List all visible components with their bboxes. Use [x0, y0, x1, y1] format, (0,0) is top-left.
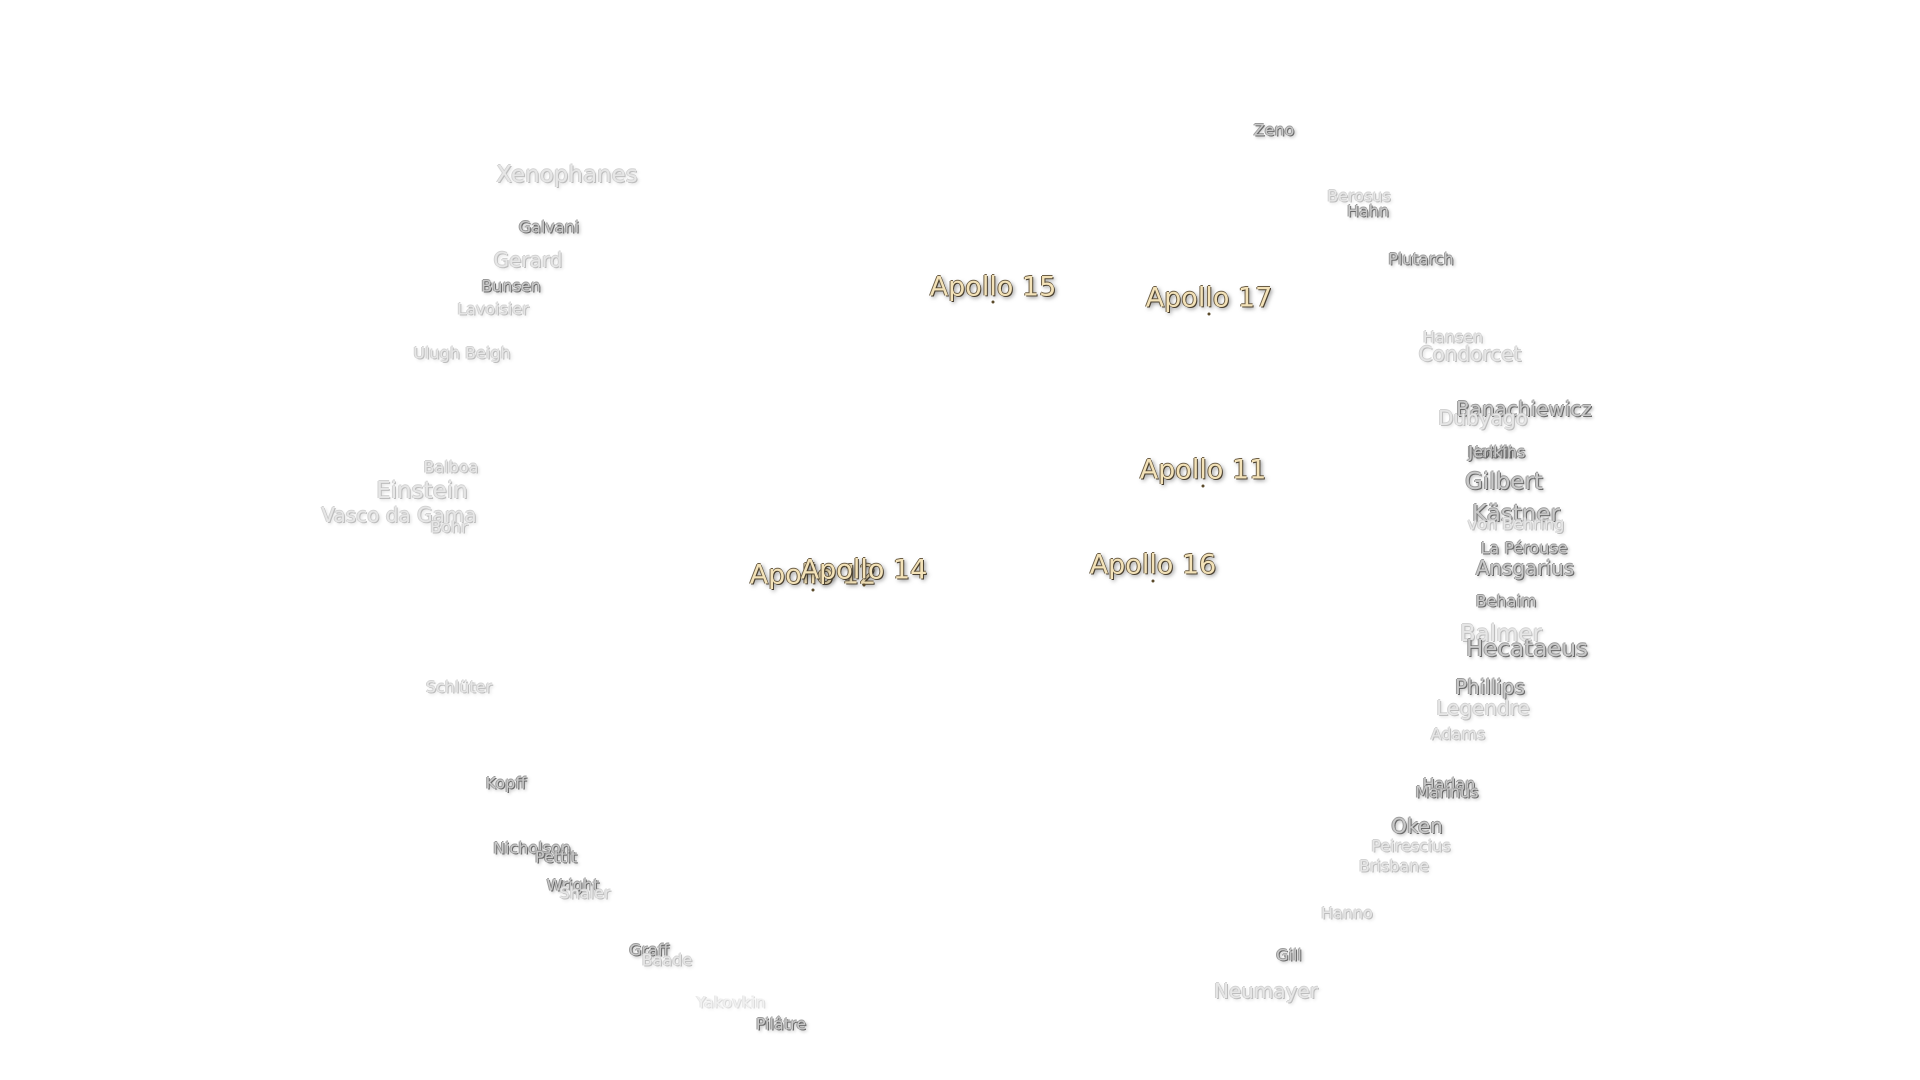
crater-label-nobili[interactable]: Nobili [1467, 442, 1513, 462]
crater-label-berosus[interactable]: Berosus [1327, 186, 1391, 206]
crater-label-jenkins[interactable]: Jenkins [1468, 442, 1526, 462]
apollo-11-site-marker[interactable] [1201, 484, 1205, 488]
crater-label-ulugh-beigh[interactable]: Ulugh Beigh [413, 343, 511, 363]
apollo-15-site-marker[interactable] [991, 300, 995, 304]
crater-label-yakovkin[interactable]: Yakovkin [696, 992, 766, 1012]
crater-label-bunsen[interactable]: Bunsen [481, 276, 541, 296]
crater-label-peiresc[interactable]: Peirescius [1371, 836, 1451, 856]
crater-label-balmer[interactable]: Balmer [1459, 621, 1543, 647]
crater-label-nicholson[interactable]: Nicholson [493, 838, 571, 858]
crater-label-von-behring[interactable]: von Behring [1467, 514, 1565, 534]
crater-label-lavoisier[interactable]: Lavoisier [457, 299, 529, 319]
crater-label-plutarch[interactable]: Plutarch [1388, 249, 1454, 269]
crater-label-kastner[interactable]: Kästner [1472, 501, 1560, 527]
crater-label-pilatre[interactable]: Pilâtre [755, 1014, 807, 1034]
crater-label-la-perouse[interactable]: La Pérouse [1480, 538, 1568, 558]
apollo-12-label[interactable]: Apollo 12 [749, 559, 877, 591]
crater-label-shaler[interactable]: Shaler [559, 883, 611, 903]
crater-label-gerard[interactable]: Gerard [493, 248, 563, 272]
crater-label-kopff[interactable]: Kopff [485, 773, 527, 793]
crater-label-brisbane[interactable]: Brisbane [1358, 856, 1430, 876]
apollo-16-label[interactable]: Apollo 16 [1089, 549, 1217, 581]
crater-label-galvani[interactable]: Galvani [518, 217, 580, 237]
crater-label-neumayer[interactable]: Neumayer [1213, 979, 1319, 1003]
crater-label-gill[interactable]: Gill [1276, 945, 1302, 965]
crater-label-hahn[interactable]: Hahn [1346, 201, 1390, 221]
crater-label-harlan[interactable]: Harlan [1422, 774, 1476, 794]
crater-label-gilbert[interactable]: Gilbert [1465, 469, 1543, 495]
crater-label-oken[interactable]: Oken [1391, 814, 1443, 838]
crater-label-adams[interactable]: Adams [1430, 724, 1486, 744]
crater-label-balboa[interactable]: Balboa [423, 457, 479, 477]
crater-label-xenophanes[interactable]: Xenophanes [496, 162, 638, 188]
crater-label-ansgarius[interactable]: Ansgarius [1475, 556, 1575, 580]
apollo-11-label[interactable]: Apollo 11 [1139, 454, 1267, 486]
apollo-12-site-marker[interactable] [811, 588, 815, 592]
apollo-15-label[interactable]: Apollo 15 [929, 271, 1057, 303]
crater-label-dubyago[interactable]: Dubyago [1438, 406, 1528, 430]
crater-label-baade[interactable]: Baade [641, 950, 693, 970]
crater-label-condorcet[interactable]: Condorcet [1418, 342, 1522, 366]
crater-label-marinus[interactable]: Marinus [1415, 782, 1479, 802]
crater-label-hanno[interactable]: Hanno [1321, 903, 1373, 923]
apollo-14-site-marker[interactable] [862, 583, 866, 587]
crater-label-schluter[interactable]: Schlüter [425, 677, 493, 697]
crater-label-pettit[interactable]: Pettit [534, 847, 578, 867]
crater-label-zeno[interactable]: Zeno [1253, 120, 1295, 140]
crater-label-hansen[interactable]: Hansen [1422, 327, 1484, 347]
apollo-17-site-marker[interactable] [1207, 312, 1211, 316]
crater-label-phillips[interactable]: Phillips [1454, 675, 1526, 699]
crater-label-legendre[interactable]: Legendre [1436, 696, 1530, 720]
apollo-17-label[interactable]: Apollo 17 [1145, 282, 1273, 314]
crater-label-einstein[interactable]: Einstein [376, 478, 468, 504]
crater-label-banachiewicz[interactable]: Banachiewicz [1456, 397, 1592, 421]
crater-label-graff[interactable]: Graff [629, 940, 669, 960]
crater-label-hecataeus[interactable]: Hecataeus [1465, 636, 1589, 662]
apollo-14-label[interactable]: Apollo 14 [800, 554, 928, 586]
crater-label-behaim[interactable]: Behaim [1475, 591, 1537, 611]
crater-label-wright[interactable]: Wright [546, 875, 600, 895]
crater-label-vasco-da-gama[interactable]: Vasco da Gama [321, 503, 477, 527]
apollo-16-site-marker[interactable] [1151, 579, 1155, 583]
crater-label-bohr[interactable]: Bohr [430, 517, 468, 537]
